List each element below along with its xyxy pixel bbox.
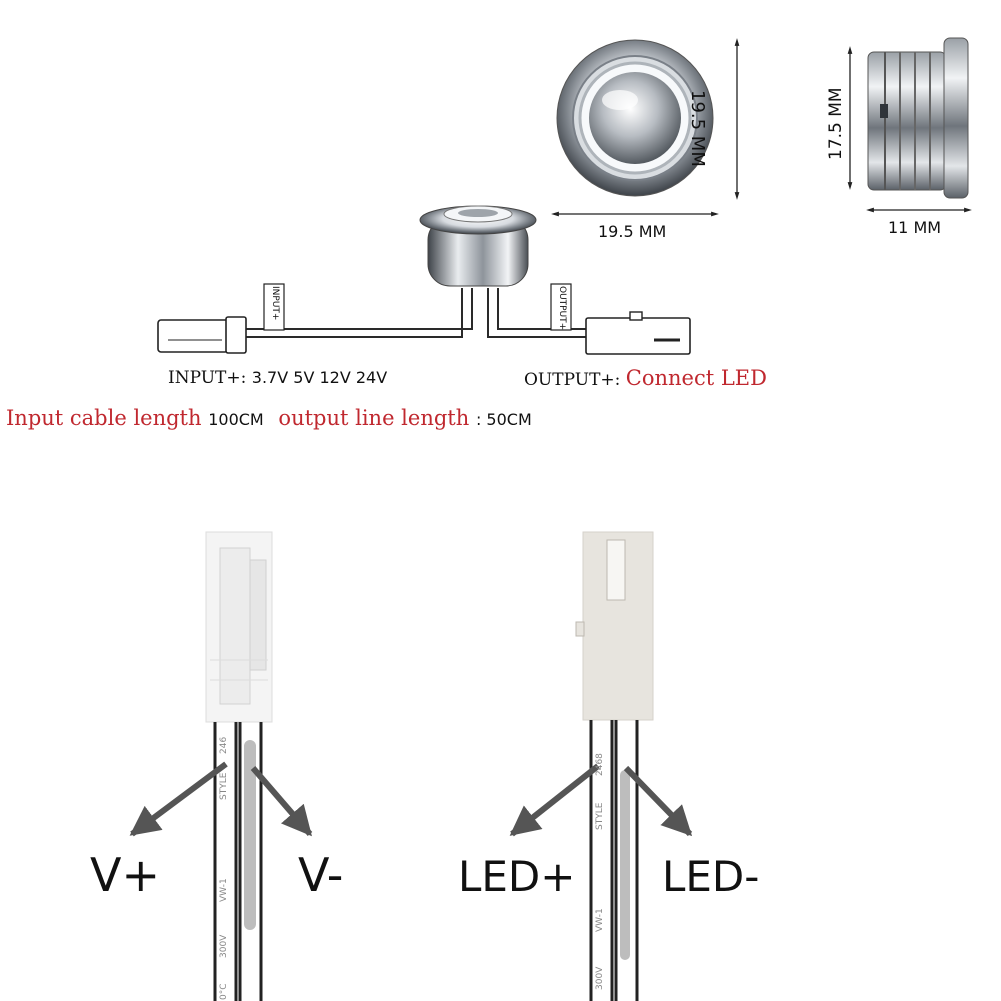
output-wire-print-4: 300V [595,966,605,990]
output-length-value: : 50CM [475,410,532,429]
input-label-prefix: INPUT+: [168,368,247,388]
output-tag-box [550,283,572,331]
input-wire-print-4: 300V [219,934,229,958]
output-wire-print-2: STYLE [595,802,605,830]
input-connector [205,531,273,723]
input-wire-print-3: VW-1 [219,878,229,902]
arrow-led-minus [623,765,693,837]
output-tag-label: OUTPUT+ [557,286,567,331]
input-cable [244,288,473,338]
led-plus-label: LED+ [458,852,576,901]
input-wire-print-5: 0°C [219,983,229,1000]
side-view-depth-label: 11 MM [888,218,942,237]
side-view-height-label: 17.5 MM [826,87,846,160]
switch-perspective-view [419,205,537,287]
top-view-height-label: 19.5 MM [687,90,708,167]
input-length-value: 100CM [208,410,264,429]
output-connector-wires [589,720,639,1001]
arrow-led-plus [509,763,600,837]
input-label-row: INPUT+: 3.7V 5V 12V 24V [168,368,387,388]
input-tag-label: INPUT+ [270,286,280,321]
arrow-v-plus [129,761,228,837]
output-length-label: output line length [278,406,470,430]
top-view-width-label: 19.5 MM [598,222,667,241]
v-plus-label: V+ [90,848,161,902]
switch-side-view [867,37,969,199]
led-minus-label: LED- [662,852,760,901]
input-wire-print-2: STYLE [219,772,229,800]
output-label-prefix: OUTPUT+: [524,370,621,390]
input-length-label: Input cable length [6,406,202,430]
output-connector [575,531,654,721]
output-wire-print-1: 2468 [595,753,605,776]
input-plug-drawing [157,316,247,354]
output-label-row: OUTPUT+: Connect LED [524,366,767,390]
output-desc: Connect LED [625,366,767,390]
input-voltages: 3.7V 5V 12V 24V [251,368,388,387]
input-tag-box [263,283,285,331]
input-wire-print-1: 246 [219,736,229,754]
output-plug-drawing [585,311,691,355]
arrow-v-minus [250,766,313,837]
lengths-row: Input cable length 100CM output line len… [6,406,532,430]
switch-top-view [556,39,714,197]
output-wire-print-3: VW-1 [595,908,605,932]
v-minus-label: V- [298,848,344,902]
